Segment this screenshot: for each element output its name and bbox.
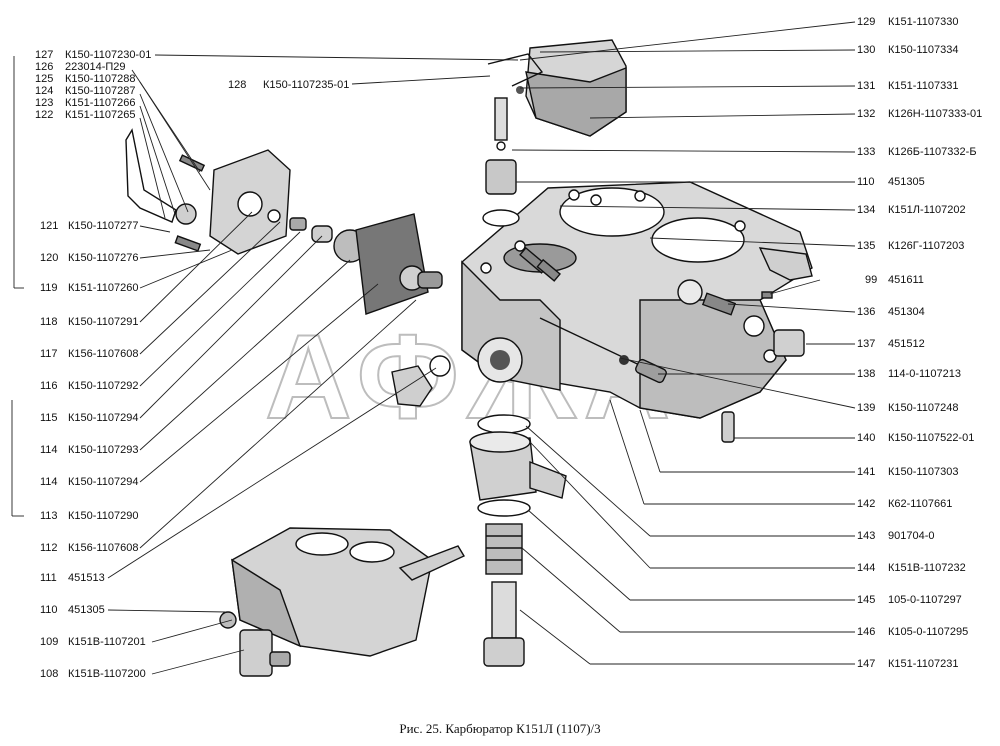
callout-number: 126 <box>35 61 53 73</box>
callout-part-code: К62-1107661 <box>888 498 952 510</box>
callout-part-code: К150-1107276 <box>68 252 138 264</box>
callout-number: 133 <box>857 146 875 158</box>
callout-part-code: К151-1107260 <box>68 282 138 294</box>
callout-number: 120 <box>40 252 58 264</box>
callout-part-code: К156-1107608 <box>68 348 138 360</box>
callout-number: 111 <box>40 572 57 584</box>
callout-part-code: К151В-1107200 <box>68 668 146 680</box>
callout-number: 99 <box>865 274 877 286</box>
callout-part-code: К150-1107287 <box>65 85 135 97</box>
figure-caption: Рис. 25. Карбюратор К151Л (1107)/3 <box>399 721 600 736</box>
assembled-carburetor <box>219 527 466 677</box>
callout-number: 146 <box>857 626 875 638</box>
callout-number: 114 <box>40 444 58 456</box>
callout-part-code: К150-1107277 <box>68 220 138 232</box>
callout-part-code: К150-1107290 <box>68 510 138 522</box>
callout-number: 125 <box>35 73 53 85</box>
callout-number: 142 <box>857 498 875 510</box>
callout-part-code: К105-0-1107295 <box>888 626 968 638</box>
callout-part-code: К150-1107294 <box>68 412 138 424</box>
callout-number: 136 <box>857 306 875 318</box>
callout-number: 123 <box>35 97 53 109</box>
callout-number: 132 <box>857 108 875 120</box>
callout-number: 131 <box>857 80 875 92</box>
callout-part-code: К151-1107266 <box>65 97 135 109</box>
callout-number: 109 <box>40 636 58 648</box>
callout-part-code: К150-1107291 <box>68 316 138 328</box>
callout-part-code: К150-1107303 <box>888 466 958 478</box>
callout-part-code: 451305 <box>888 176 925 188</box>
callout-part-code: 451304 <box>888 306 925 318</box>
callout-number: 127 <box>35 49 53 61</box>
callout-number: 121 <box>40 220 58 232</box>
callout-part-code: К151-1107330 <box>888 16 958 28</box>
callout-number: 112 <box>40 542 58 554</box>
callout-part-code: К150-1107248 <box>888 402 958 414</box>
callout-number: 141 <box>857 466 875 478</box>
callout-number: 117 <box>40 348 58 360</box>
callout-part-code: К150-1107334 <box>888 44 958 56</box>
callout-number: 110 <box>40 604 58 616</box>
callout-number: 137 <box>857 338 875 350</box>
callout-part-code: К151-1107265 <box>65 109 135 121</box>
callout-number: 130 <box>857 44 875 56</box>
callout-number: 118 <box>40 316 58 328</box>
callout-number: 145 <box>857 594 875 606</box>
callout-number: 139 <box>857 402 875 414</box>
callout-part-code: К150-1107292 <box>68 380 138 392</box>
callout-part-code: К151-1107331 <box>888 80 958 92</box>
callout-part-code: К150-1107294 <box>68 476 138 488</box>
callout-part-code: 901704-0 <box>888 530 935 542</box>
callout-part-code: 105-0-1107297 <box>888 594 962 606</box>
callout-part-code: К151В-1107232 <box>888 562 966 574</box>
callout-part-code: К151В-1107201 <box>68 636 146 648</box>
callout-part-code: 451611 <box>888 274 924 286</box>
callout-number: 114 <box>40 476 58 488</box>
callout-part-code: К156-1107608 <box>68 542 138 554</box>
callout-number: 122 <box>35 109 53 121</box>
callout-number: 129 <box>857 16 875 28</box>
callout-number: 110 <box>857 176 875 188</box>
callout-number: 140 <box>857 432 875 444</box>
callout-part-code: К126Н-1107333-01 <box>888 108 982 120</box>
callout-number: 138 <box>857 368 875 380</box>
leader-lines-right <box>511 21 856 665</box>
callout-number: 135 <box>857 240 875 252</box>
callout-number: 124 <box>35 85 53 97</box>
leader-lines-left <box>11 54 519 675</box>
callout-part-code: К151-1107231 <box>888 658 958 670</box>
pump-assembly <box>125 128 443 315</box>
callout-part-code: 451512 <box>888 338 925 350</box>
callout-number: 119 <box>40 282 58 294</box>
fuel-filter-stack <box>469 414 567 667</box>
callout-part-code: 451305 <box>68 604 105 616</box>
body-fasteners <box>391 246 805 443</box>
callout-part-code: К150-1107288 <box>65 73 135 85</box>
callout-number: 147 <box>857 658 875 670</box>
callout-number: 115 <box>40 412 58 424</box>
callout-part-code: 223014-П29 <box>65 61 126 73</box>
callout-part-code: К150-1107293 <box>68 444 138 456</box>
callout-number: 128 <box>228 79 246 91</box>
callout-number: 143 <box>857 530 875 542</box>
callout-part-code: 114-0-1107213 <box>888 368 961 380</box>
callout-part-code: К150-1107522-01 <box>888 432 974 444</box>
callout-part-code: К126Г-1107203 <box>888 240 964 252</box>
callout-number: 144 <box>857 562 875 574</box>
callout-part-code: 451513 <box>68 572 105 584</box>
callout-number: 116 <box>40 380 58 392</box>
callout-part-code: К150-1107230-01 <box>65 49 151 61</box>
callout-part-code: К151Л-1107202 <box>888 204 966 216</box>
callout-part-code: К150-1107235-01 <box>263 79 349 91</box>
callout-number: 113 <box>40 510 58 522</box>
callout-number: 108 <box>40 668 58 680</box>
callout-part-code: К126Б-1107332-Б <box>888 146 977 158</box>
callout-number: 134 <box>857 204 875 216</box>
